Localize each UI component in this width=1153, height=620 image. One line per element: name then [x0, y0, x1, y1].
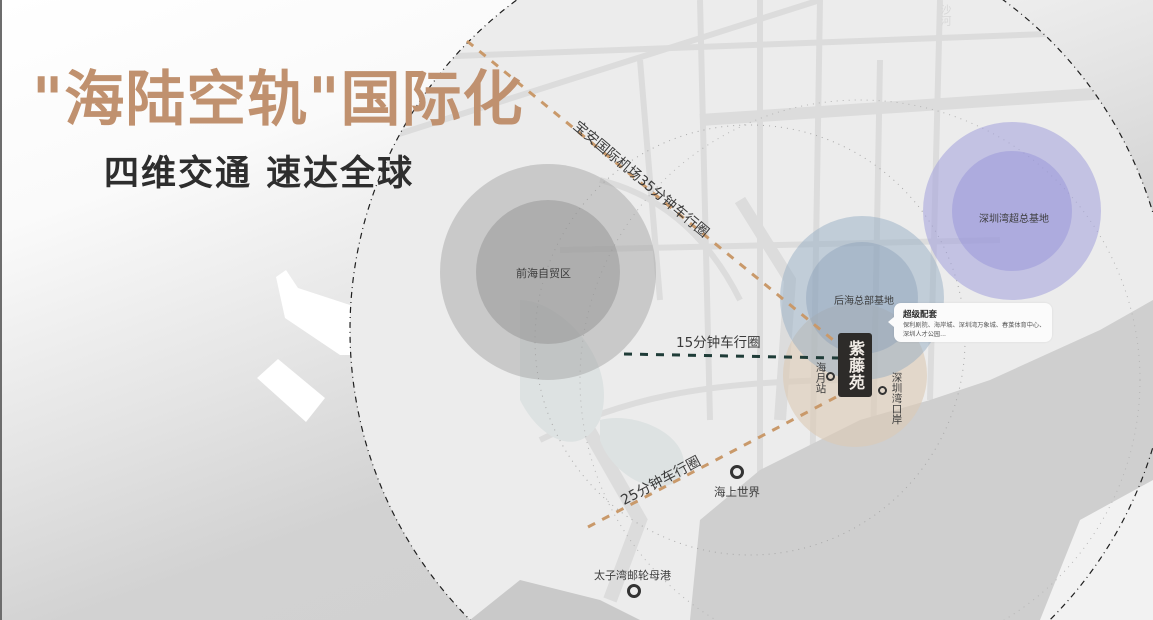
zone-circle-shenzhenwan-outer [923, 122, 1101, 300]
page-subtitle: 四维交通 速达全球 [104, 153, 415, 194]
zone-circle-qianhai-outer [440, 164, 656, 380]
zone-label-qianhai: 前海自贸区 [516, 267, 571, 280]
land-patch [470, 580, 640, 620]
road-label: 沙河 [939, 4, 952, 26]
zone-circle-qianhai-inner [476, 200, 620, 344]
project-badge[interactable]: 紫藤苑 [838, 333, 872, 397]
station-label-haishang: 海上世界 [714, 485, 760, 499]
zone-label-shenzhenwan: 深圳湾超总基地 [979, 214, 1049, 225]
amenities-callout: 超级配套 保利剧院、海岸城、深圳湾万象城、春茧体育中心、深圳人才公园... [888, 303, 1052, 342]
island-shape [257, 359, 325, 422]
page-title: "海陆空轨"国际化 [32, 65, 524, 135]
station-marker-haiyue[interactable] [826, 372, 835, 381]
station-label-taiziwan: 太子湾邮轮母港 [594, 569, 671, 582]
route-label-15min: 15分钟车行圈 [676, 335, 761, 351]
callout-body: 保利剧院、海岸城、深圳湾万象城、春茧体育中心、深圳人才公园... [903, 322, 1046, 338]
park-area [600, 418, 684, 487]
land-patch [1040, 480, 1153, 620]
zone-circle-shenzhenwan-inner [952, 151, 1072, 271]
station-marker-haishang[interactable] [730, 465, 744, 479]
station-label-shenzhenwan-port: 深圳湾口岸 [890, 372, 903, 425]
island-shape [276, 270, 350, 355]
left-edge-border [0, 0, 2, 620]
park-area [520, 300, 604, 442]
station-marker-taiziwan[interactable] [627, 584, 641, 598]
zone-label-houhai: 后海总部基地 [834, 296, 894, 307]
sea-area [690, 300, 1153, 620]
station-marker-shenzhenwan-port[interactable] [878, 386, 887, 395]
station-label-haiyue: 海月站 [814, 362, 827, 394]
route-15min [623, 352, 839, 360]
range-ring [579, 99, 1141, 620]
callout-title: 超级配套 [903, 310, 938, 320]
